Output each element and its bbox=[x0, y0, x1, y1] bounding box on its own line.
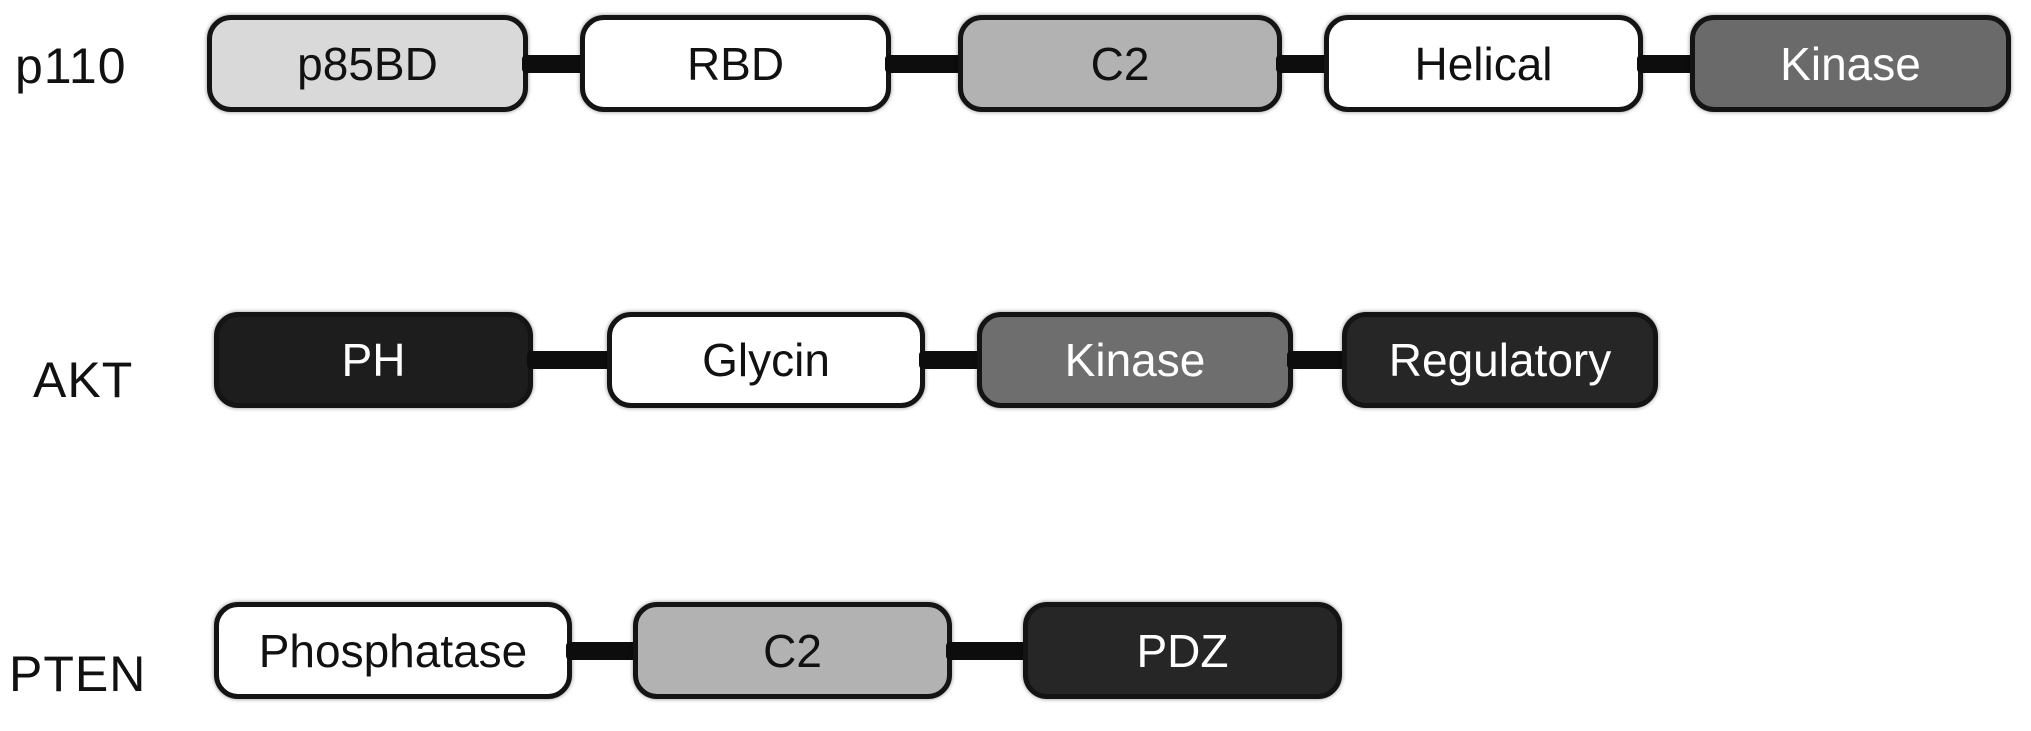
linker-line bbox=[527, 351, 613, 369]
domain-box-helical: Helical bbox=[1324, 15, 1643, 112]
linker-line bbox=[1637, 54, 1696, 73]
protein-label-akt: AKT bbox=[33, 352, 134, 408]
protein-label-p110: p110 bbox=[15, 38, 127, 94]
domain-box-rbd: RBD bbox=[580, 15, 891, 112]
domain-box-c2: C2 bbox=[633, 602, 952, 699]
domain-box-glycin: Glycin bbox=[607, 312, 925, 408]
linker-line bbox=[522, 54, 586, 73]
linker-line bbox=[919, 351, 983, 369]
domain-box-ph: PH bbox=[214, 312, 533, 408]
domain-box-p85bd: p85BD bbox=[207, 15, 528, 112]
linker-line bbox=[1276, 54, 1330, 73]
domain-box-kinase: Kinase bbox=[1690, 15, 2011, 112]
domain-box-c2: C2 bbox=[958, 15, 1282, 112]
linker-line bbox=[566, 641, 639, 660]
protein-label-pten: PTEN bbox=[9, 646, 147, 702]
domain-box-pdz: PDZ bbox=[1023, 602, 1342, 699]
domain-box-kinase: Kinase bbox=[977, 312, 1293, 408]
domain-box-regulatory: Regulatory bbox=[1342, 312, 1658, 408]
linker-line bbox=[1287, 351, 1348, 369]
domain-box-phosphatase: Phosphatase bbox=[214, 602, 572, 699]
linker-line bbox=[885, 54, 964, 73]
linker-line bbox=[946, 641, 1029, 660]
